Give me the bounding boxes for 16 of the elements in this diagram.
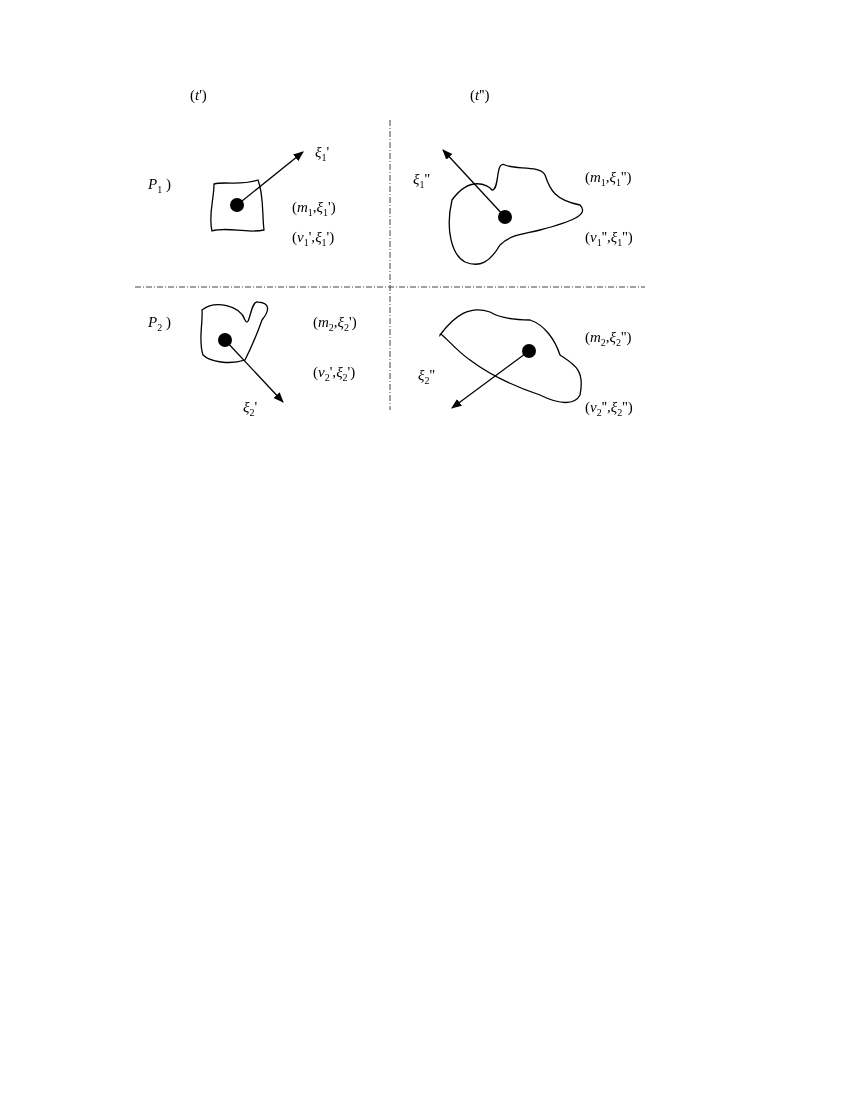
vector-label: ξ$_{1}$'' bbox=[413, 170, 430, 192]
row-label: P$_{1}$ ) bbox=[148, 175, 171, 197]
state-label: (v$_{2}$',ξ$_{2}$') bbox=[313, 363, 356, 385]
state-label: (v$_{1}$',ξ$_{1}$') bbox=[292, 228, 335, 250]
vector-label: ξ$_{1}$' bbox=[315, 143, 330, 165]
state-label: (m$_{1}$,ξ$_{1}$'') bbox=[585, 168, 632, 190]
row-label: P$_{2}$ ) bbox=[148, 313, 171, 335]
state-label: (m$_{1}$,ξ$_{1}$') bbox=[292, 198, 336, 220]
state-label: (m$_{2}$,ξ$_{2}$') bbox=[313, 313, 357, 335]
column-heading: (t'') bbox=[470, 86, 490, 104]
state-label: (v$_{2}$'',ξ$_{2}$'') bbox=[585, 398, 633, 420]
state-label: (v$_{1}$'',ξ$_{1}$'') bbox=[585, 228, 633, 250]
column-heading: (t') bbox=[190, 86, 207, 104]
vector-label: ξ$_{2}$' bbox=[243, 398, 258, 420]
vector-label: ξ$_{2}$'' bbox=[418, 366, 435, 388]
state-label: (m$_{2}$,ξ$_{2}$'') bbox=[585, 328, 632, 350]
